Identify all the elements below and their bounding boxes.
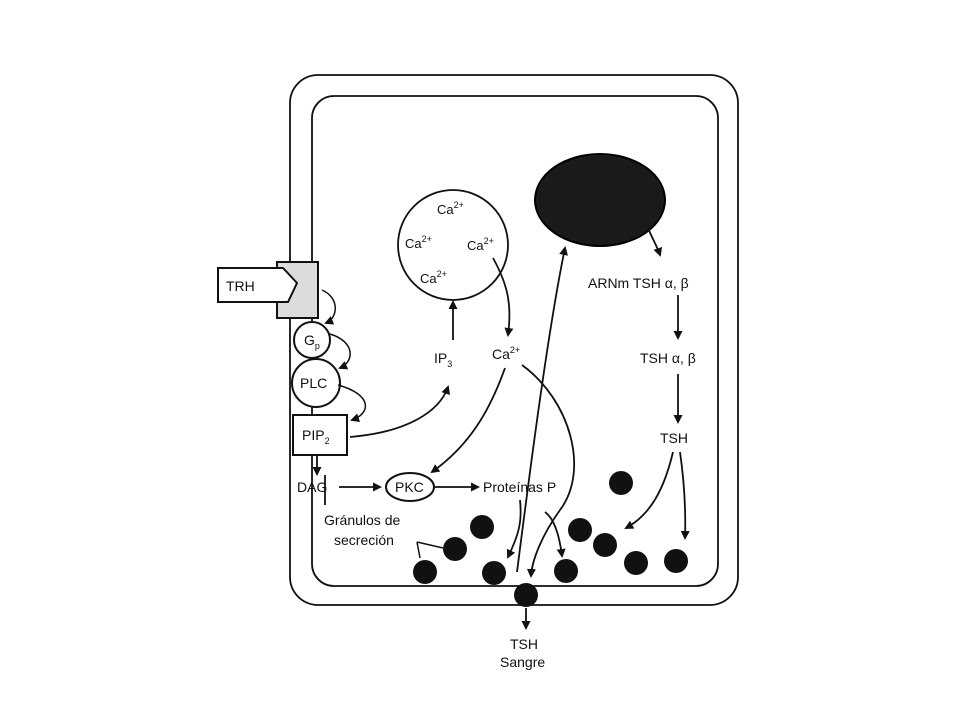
ca-label-cytosol: Ca2+ [492,345,520,362]
arnm-label: ARNm TSH α, β [588,275,689,291]
pointer-granulos [416,541,444,549]
plc-enzyme [291,358,341,408]
granule [554,559,578,583]
nucleus [534,153,666,247]
dag-label: DAG [297,479,327,495]
granule-exocytosis [514,583,538,607]
granulos-label-line2: secreción [334,532,394,548]
arrow-receptor-gp [321,289,336,325]
gp-protein [293,321,331,359]
arrow-tsh-granule-right [679,451,690,540]
pkc-oval [385,472,435,502]
arrow-ca-nucleus [516,246,568,573]
arrow-proteinas-granule-2 [544,511,566,558]
tsh-ab-label: TSH α, β [640,350,696,366]
granule [413,560,437,584]
granule [482,561,506,585]
plc-label: PLC [300,375,327,391]
arrow-proteinas-granule [506,499,522,559]
ca-label-store-4: Ca2+ [420,269,447,286]
granulos-label-line1: Gránulos de [324,512,400,528]
ca-label-store-2: Ca2+ [405,234,432,251]
output-tsh-label: TSH [510,636,538,652]
granule [664,549,688,573]
arrow-tsh-granule-left [624,451,674,529]
pointer-granulos-2 [416,541,421,559]
arrow-ca-exocytosis [521,364,575,578]
granule [470,515,494,539]
ca-label-store-1: Ca2+ [437,200,464,217]
arrow-ca-pkc [430,367,506,474]
arrow-plc-pip2 [337,384,367,423]
pip2-box [292,414,348,456]
ip3-label: IP3 [434,350,452,369]
trh-ligand [217,267,299,303]
arrow-nucleus-arnm [647,227,663,257]
granule [624,551,648,575]
pkc-label: PKC [395,479,424,495]
output-sangre-label: Sangre [500,654,545,670]
cell-outer-membrane [289,74,739,606]
granule [593,533,617,557]
gp-label: Gp [304,332,320,351]
granule [609,471,633,495]
granule [443,537,467,561]
tsh-label: TSH [660,430,688,446]
granule [568,518,592,542]
secretory-granules [413,471,688,607]
arrow-pip2-ip3 [349,385,450,438]
arrow-castore-ca [492,257,514,337]
ca-label-store-3: Ca2+ [467,236,494,253]
pip2-label: PIP2 [302,427,330,446]
pathway-arrows [312,227,690,630]
arrow-gp-plc [329,333,351,370]
proteinas-label: Proteínas P [483,479,556,495]
trh-label: TRH [226,278,255,294]
